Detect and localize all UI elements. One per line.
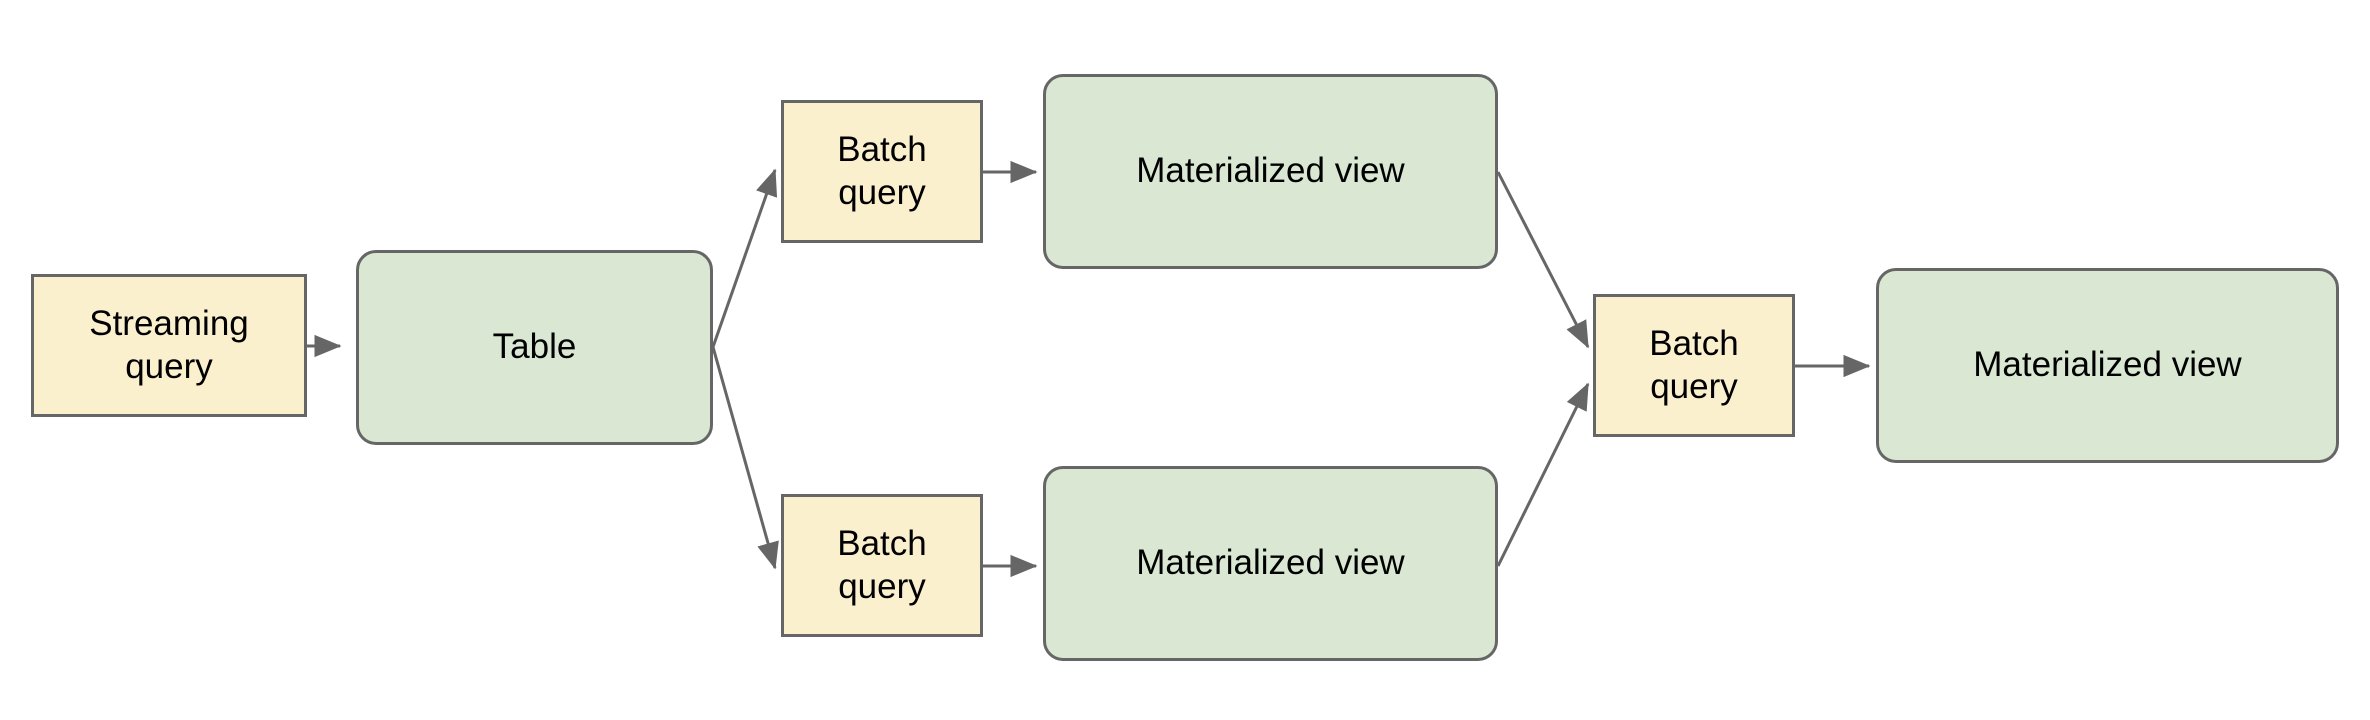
node-table[interactable]: Table xyxy=(356,250,713,445)
node-batch-query-top[interactable]: Batch query xyxy=(781,100,983,243)
node-materialized-view-bottom[interactable]: Materialized view xyxy=(1043,466,1498,661)
edge-materialized-view-top-to-batch-query-join xyxy=(1496,171,1590,349)
node-materialized-view-final[interactable]: Materialized view xyxy=(1876,268,2339,463)
edge-materialized-view-bottom-to-batch-query-join xyxy=(1496,382,1590,567)
node-streaming-query[interactable]: Streaming query xyxy=(31,274,307,417)
edge-table-to-batch-query-bottom xyxy=(711,346,779,570)
node-batch-query-bottom[interactable]: Batch query xyxy=(781,494,983,637)
node-materialized-view-top[interactable]: Materialized view xyxy=(1043,74,1498,269)
edge-table-to-batch-query-top xyxy=(711,168,778,348)
node-batch-query-join[interactable]: Batch query xyxy=(1593,294,1795,437)
